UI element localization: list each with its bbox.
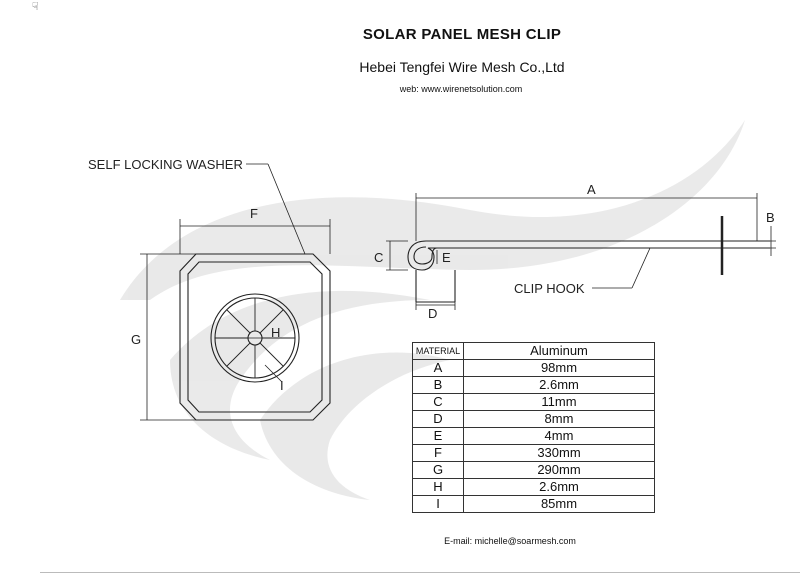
spec-key: D bbox=[412, 410, 464, 428]
washer-dimensions bbox=[140, 163, 331, 421]
dim-label-h: H bbox=[271, 325, 280, 340]
washer-label: SELF LOCKING WASHER bbox=[88, 157, 243, 172]
washer-hole-outer bbox=[210, 293, 300, 383]
spec-header-row: MATERIAL Aluminum bbox=[412, 342, 655, 360]
spec-value: 2.6mm bbox=[463, 376, 655, 394]
spec-key: B bbox=[412, 376, 464, 394]
dim-label-g: G bbox=[131, 332, 141, 347]
divider bbox=[40, 572, 800, 573]
email-footer: E-mail: michelle@soarmesh.com bbox=[444, 536, 576, 546]
spec-key: A bbox=[412, 359, 464, 377]
hook-label: CLIP HOOK bbox=[514, 281, 585, 296]
dim-label-i: I bbox=[280, 378, 284, 393]
spec-value: 330mm bbox=[463, 444, 655, 462]
spec-value: 290mm bbox=[463, 461, 655, 479]
page-title: SOLAR PANEL MESH CLIP bbox=[362, 26, 562, 43]
washer-inner bbox=[187, 261, 323, 413]
dim-label-b: B bbox=[766, 210, 775, 225]
dim-label-a: A bbox=[587, 182, 596, 197]
company-name: Hebei Tengfei Wire Mesh Co.,Ltd bbox=[359, 59, 565, 75]
washer-outer bbox=[179, 253, 331, 421]
leader-i bbox=[264, 364, 283, 383]
spec-value: 98mm bbox=[463, 359, 655, 377]
spec-value: 85mm bbox=[463, 495, 655, 513]
dim-label-c: C bbox=[374, 250, 383, 265]
spec-key: G bbox=[412, 461, 464, 479]
website-text: web: www.wirenetsolution.com bbox=[399, 84, 523, 94]
spec-key: I bbox=[412, 495, 464, 513]
spec-key: H bbox=[412, 478, 464, 496]
spec-value: 4mm bbox=[463, 427, 655, 445]
spec-value: 11mm bbox=[463, 393, 655, 411]
watermark-logo bbox=[120, 120, 745, 500]
spec-value: 8mm bbox=[463, 410, 655, 428]
spec-key: C bbox=[412, 393, 464, 411]
dim-label-e: E bbox=[442, 250, 451, 265]
spec-header-key: MATERIAL bbox=[412, 342, 464, 360]
clip-dimensions bbox=[386, 193, 776, 310]
spec-header-value: Aluminum bbox=[463, 342, 655, 360]
spec-key: E bbox=[412, 427, 464, 445]
spec-key: F bbox=[412, 444, 464, 462]
clip-hook bbox=[407, 216, 770, 303]
dim-label-f: F bbox=[250, 206, 258, 221]
hook-lower bbox=[413, 246, 770, 265]
spec-value: 2.6mm bbox=[463, 478, 655, 496]
dim-label-d: D bbox=[428, 306, 437, 321]
hand-cursor-icon: ☟ bbox=[32, 1, 39, 13]
